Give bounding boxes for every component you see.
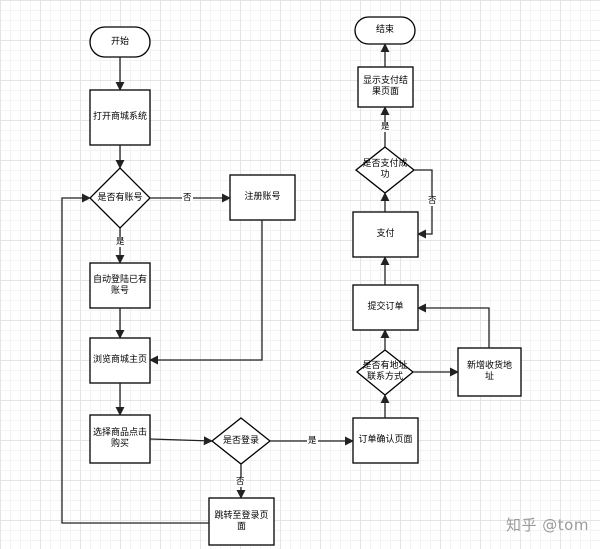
edge-select-to-logged-in — [149, 436, 213, 446]
open-system-box — [89, 89, 151, 146]
select-product-box — [89, 414, 151, 464]
watermark: 知乎 @tom — [506, 516, 589, 534]
browse-home-label: 浏览商城主页 — [92, 355, 147, 365]
new-address-label: 新增收货地址 — [466, 361, 512, 382]
edge-register-to-browse — [149, 220, 263, 365]
order-confirm-box — [352, 417, 419, 464]
register-label: 注册账号 — [244, 192, 281, 202]
edge-label-pay-yes: 是 — [380, 122, 391, 132]
edge-new-to-submit — [417, 303, 490, 348]
pay-success-label: 是否支付成功 — [362, 159, 408, 180]
show-result-label: 显示支付结果页面 — [362, 76, 408, 97]
select-product-label: 选择商品点击购买 — [92, 428, 147, 449]
register-box — [229, 174, 296, 221]
start-label: 开始 — [110, 36, 129, 47]
edge-label-logged-in-no: 否 — [235, 477, 246, 487]
submit-order-label: 提交订单 — [367, 302, 404, 312]
pay-label: 支付 — [376, 229, 395, 239]
auto-login-label: 自动登陆已有账号 — [92, 274, 147, 296]
order-confirm-label: 订单确认页面 — [358, 435, 413, 445]
has-account-label: 是否有账号 — [97, 192, 143, 203]
goto-login-label: 跳转至登录页面 — [214, 510, 269, 532]
is-logged-in-label: 是否登录 — [222, 435, 259, 446]
edge-label-logged-in-yes: 是 — [307, 436, 318, 446]
submit-order-box — [352, 284, 419, 331]
goto-login-box — [208, 497, 275, 546]
edge-label-has-account-yes: 是 — [115, 237, 126, 247]
open-system-label: 打开商城系统 — [92, 112, 147, 122]
edge-login-loop-back — [61, 193, 209, 524]
pay-box — [352, 211, 419, 258]
edge-label-has-account-no: 否 — [182, 193, 193, 203]
has-address-label: 是否有地址联系方式 — [362, 361, 408, 382]
end-label: 结束 — [375, 25, 394, 35]
edge-label-pay-no: 否 — [427, 196, 438, 206]
